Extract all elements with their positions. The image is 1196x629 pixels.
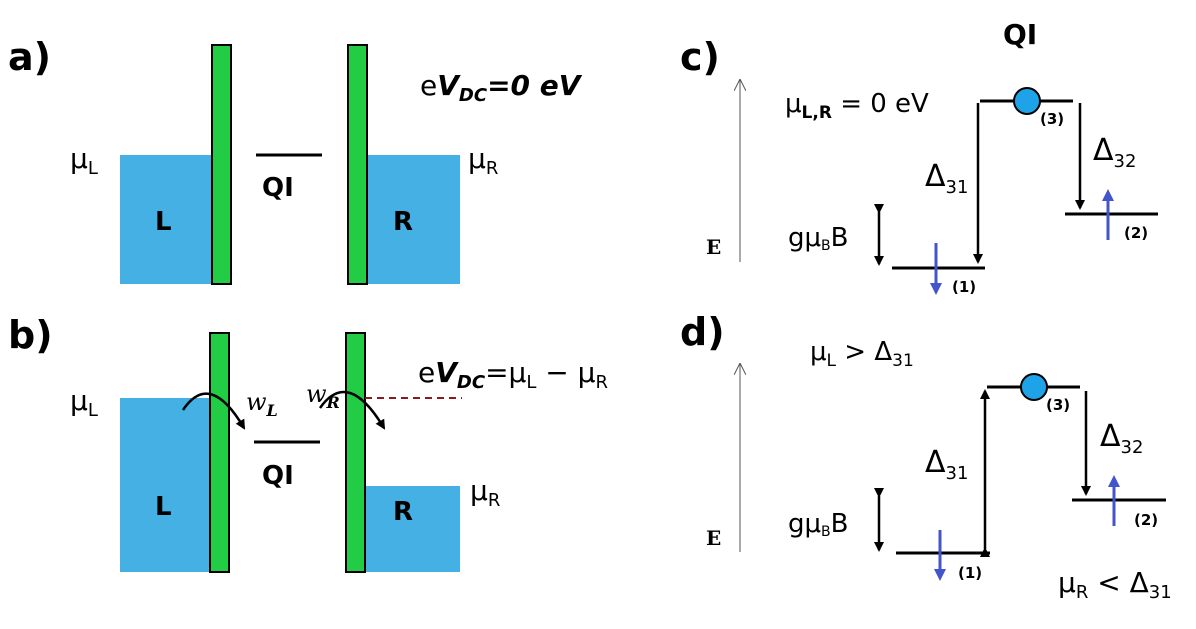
tunnel-arrow-left — [181, 392, 246, 430]
left-barrier — [211, 44, 232, 285]
energy-axis-label: E — [706, 526, 721, 550]
panel-a-label: a) — [8, 35, 51, 79]
level-2-label: (2) — [1124, 224, 1148, 242]
mu-left: μL — [70, 384, 98, 421]
left-condition: μL > Δ31 — [810, 337, 914, 371]
level-1-label: (1) — [952, 278, 976, 296]
mu-right: μR — [468, 142, 498, 179]
left-barrier — [209, 332, 230, 573]
right-reservoir — [364, 486, 460, 572]
reservoir-right-label: R — [393, 207, 413, 237]
level-3-label: (3) — [1040, 110, 1064, 128]
delta-31-label: Δ31 — [925, 445, 968, 484]
panel-b-label: b) — [8, 313, 53, 357]
reservoir-left-label: L — [155, 207, 172, 237]
delta-31-label: Δ31 — [925, 159, 968, 198]
mu-left: μL — [70, 142, 98, 179]
panel-d-label: d) — [680, 310, 725, 354]
panel-b: b) L R QI wL wR μL μR eVDC=μL − μR — [8, 313, 608, 573]
delta-32-label: Δ32 — [1100, 419, 1143, 458]
right-barrier — [345, 332, 366, 573]
right-reservoir — [364, 155, 460, 284]
dot-label: QI — [262, 173, 294, 203]
bias-text-b: eVDC=μL − μR — [418, 356, 608, 393]
rate-right: wR — [306, 380, 340, 412]
panel-c-label: c) — [680, 35, 720, 79]
left-reservoir — [120, 398, 216, 572]
level-1-label: (1) — [958, 564, 982, 582]
delta-32-label: Δ32 — [1093, 133, 1136, 172]
panel-a: a) L R QI μL μR eVDC=0 eV — [8, 35, 583, 285]
right-barrier — [347, 44, 368, 285]
level-2-label: (2) — [1134, 511, 1158, 529]
energy-axis-label: E — [706, 235, 721, 259]
right-condition: μR < Δ31 — [1058, 566, 1172, 603]
electron-dot — [1013, 87, 1041, 115]
mu-right: μR — [470, 474, 500, 511]
reservoir-right-label: R — [393, 497, 413, 527]
rate-left: wL — [246, 388, 278, 420]
panel-c-title: QI — [1003, 18, 1037, 51]
tunnel-arrow-right — [318, 390, 386, 430]
dot-label: QI — [262, 461, 294, 491]
bias-text-a: eVDC=0 eV — [420, 69, 583, 106]
chemical-potential-condition: μL,R = 0 eV — [785, 89, 929, 123]
reservoir-left-label: L — [155, 492, 172, 522]
level-3-label: (3) — [1046, 396, 1070, 414]
panel-d: d) E μL > Δ31 μR < Δ31 gμBB Δ31 Δ32 (1) … — [680, 310, 1172, 603]
panel-c: c) QI E μL,R = 0 eV gμBB Δ31 Δ32 (1) (2)… — [680, 18, 1158, 296]
zeeman-label: gμBB — [788, 509, 849, 540]
left-reservoir — [120, 155, 216, 284]
electron-dot — [1020, 373, 1048, 401]
zeeman-label: gμBB — [788, 223, 849, 254]
